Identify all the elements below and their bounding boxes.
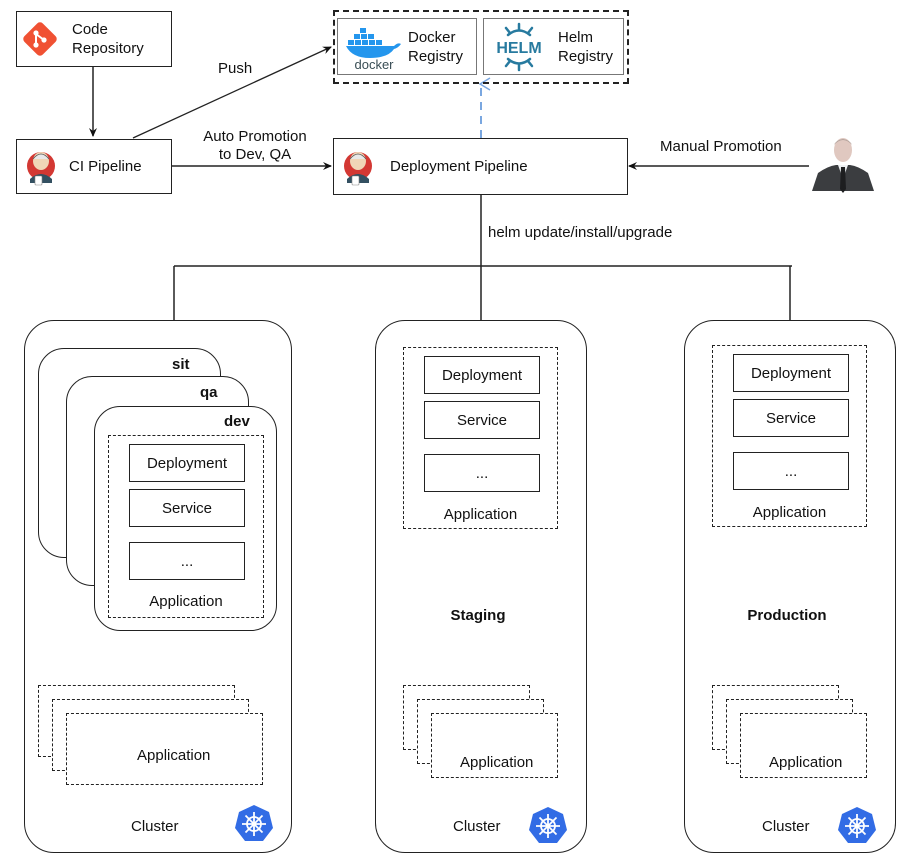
ci-pipeline-label: CI Pipeline [69,158,142,175]
staging-env-label: Staging [450,607,506,624]
staging-application[interactable] [403,347,558,529]
edge-label-helm-command: helm update/install/upgrade [488,224,673,241]
production-application-label: Application [752,504,827,521]
dev-application-label: Application [149,593,223,610]
production-cluster-label: Cluster [762,818,810,835]
production-application[interactable] [712,345,867,527]
docker-icon: docker [346,28,401,72]
helm-registry-node[interactable]: HELM Helm Registry [483,18,624,75]
env-sit-label: sit [172,356,190,373]
code-repository-label-2: Repository [72,40,144,57]
code-repository-node[interactable]: Code Repository [16,11,172,67]
dev-stacked-app-label: Application [137,747,211,764]
helm-icon: HELM [496,22,542,72]
kubernetes-icon [838,807,876,843]
jenkins-icon [344,152,372,186]
kubernetes-icon [529,807,567,843]
edge-label-manual-promotion: Manual Promotion [660,138,782,155]
dev-service-resource[interactable]: Service [129,489,245,527]
deployment-pipeline-node[interactable]: Deployment Pipeline [333,138,628,195]
dev-application[interactable] [108,435,264,618]
edge-push [132,46,332,139]
docker-registry-label-1: Docker [408,29,456,46]
ci-pipeline-node[interactable]: CI Pipeline [16,139,172,194]
edge-label-auto-promotion-2: to Dev, QA [218,146,292,163]
env-qa-label: qa [200,384,218,401]
docker-registry-label-2: Registry [408,48,464,65]
production-env-label: Production [747,607,827,624]
dev-stacked-app-3[interactable] [66,713,263,785]
kubernetes-icon [235,805,273,841]
env-dev-label: dev [224,413,250,430]
staging-stacked-app-3[interactable] [431,713,558,778]
docker-wordmark: docker [354,57,394,72]
jenkins-icon [27,152,55,186]
person-icon[interactable] [810,135,876,195]
edge-label-push: Push [218,60,253,77]
staging-more-resources[interactable]: ... [424,454,540,492]
deployment-pipeline-label: Deployment Pipeline [390,158,528,175]
helm-registry-label-2: Registry [558,48,614,65]
production-more-resources[interactable]: ... [733,452,849,490]
docker-registry-node[interactable]: docker Docker Registry [337,18,477,75]
dev-more-resources[interactable]: ... [129,542,245,580]
edge-label-auto-promotion-1: Auto Promotion [203,128,307,145]
staging-service-resource[interactable]: Service [424,401,540,439]
code-repository-label-1: Code [72,21,108,38]
helm-registry-label-1: Helm [558,29,594,46]
staging-deployment-resource[interactable]: Deployment [424,356,540,394]
production-stacked-app-label: Application [769,754,843,771]
staging-stacked-app-label: Application [460,754,534,771]
production-stacked-app-3[interactable] [740,713,867,778]
registry-group [333,10,629,84]
git-icon [23,22,57,56]
helm-wordmark: HELM [496,40,541,57]
staging-application-label: Application [443,506,518,523]
production-service-resource[interactable]: Service [733,399,849,437]
dev-deployment-resource[interactable]: Deployment [129,444,245,482]
staging-cluster-label: Cluster [453,818,501,835]
dev-cluster-label: Cluster [131,818,179,835]
production-deployment-resource[interactable]: Deployment [733,354,849,392]
